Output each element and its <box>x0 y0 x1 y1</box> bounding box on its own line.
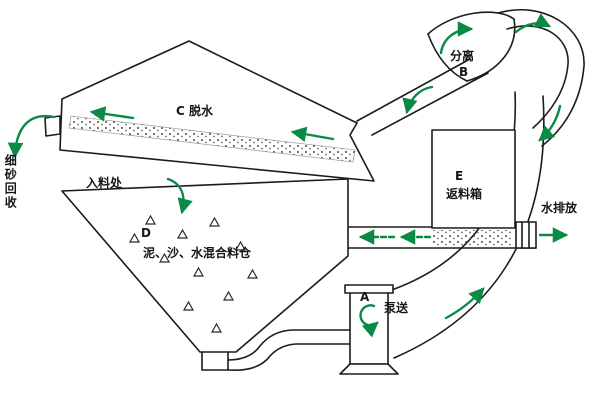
label-separator: 分离 <box>450 49 475 63</box>
screen-mesh-stipple-band <box>68 115 356 163</box>
material-particle <box>208 216 221 227</box>
separator-cyclone-shape <box>427 11 516 82</box>
mix-hopper-shape <box>61 178 349 371</box>
water-outlet-hatch <box>521 221 530 249</box>
pump-shape <box>339 284 399 375</box>
material-particles <box>128 214 259 333</box>
flow-arrow-fine-sand-out <box>7 114 56 159</box>
hopper-spout <box>201 351 229 371</box>
material-particle <box>176 228 189 239</box>
material-particle <box>182 300 195 311</box>
loop-outer-line <box>497 8 585 147</box>
hopper-outline <box>61 178 349 353</box>
water-outlet-stub <box>515 221 537 249</box>
flow-arrow-riser-up <box>444 287 485 320</box>
flow-arrow-screen-left <box>89 106 135 122</box>
return-pipe <box>348 226 537 249</box>
label-hopper-id: D <box>141 226 151 240</box>
label-pump: 泵送 <box>384 301 409 315</box>
return-box-outline <box>431 129 516 229</box>
flow-arrow-screen-mid <box>290 126 335 142</box>
flow-arrows <box>7 13 569 338</box>
material-particle <box>246 268 259 279</box>
label-feed-inlet: 入料处 <box>86 176 123 190</box>
screen-deck-outline <box>59 40 375 182</box>
label-return-box: 返料箱 <box>446 187 483 201</box>
flow-arrow-underflow-to-screen <box>402 85 434 115</box>
flow-arrow-pump-swirl <box>359 304 379 338</box>
fine-sand-discharge-chute <box>44 115 61 137</box>
material-particle <box>128 232 141 243</box>
label-dewatering-screen: C 脱水 <box>176 104 213 118</box>
hopper-to-pump-pipe <box>227 329 353 372</box>
material-particle <box>192 266 205 277</box>
label-pump-id: A <box>360 290 370 304</box>
pump-top-flange <box>344 284 394 294</box>
label-hopper: 泥、沙、水混合料仓 <box>143 246 252 260</box>
material-particle <box>222 290 235 301</box>
flow-arrow-feed-in <box>166 177 193 215</box>
flow-arrow-loop-down <box>538 104 562 142</box>
cyclone-left-side <box>427 33 468 82</box>
flow-arrow-loop-top <box>514 13 552 34</box>
material-particle <box>210 322 223 333</box>
riser-pipe-outer-line <box>393 95 545 359</box>
cyclone-top-rim <box>427 11 515 35</box>
water-outlet-outline <box>515 221 537 249</box>
dewatering-screen-shape <box>44 40 375 182</box>
material-particle <box>234 240 247 251</box>
pump-base-foot <box>339 363 399 375</box>
label-return-box-id: E <box>455 169 464 183</box>
material-particle <box>158 252 171 263</box>
bottom-pipe-upper-line <box>227 329 353 361</box>
flow-arrow-separator-swirl <box>439 21 474 55</box>
feed-pipe-lower-line <box>371 72 489 136</box>
feed-pipe-upper-line <box>356 58 471 122</box>
bottom-pipe-lower-line <box>227 343 353 372</box>
return-box-shape <box>431 129 516 229</box>
material-particle <box>144 214 157 225</box>
return-pipe-stipple <box>433 230 513 246</box>
label-separator-id: B <box>459 65 469 79</box>
label-water-outlet: 水排放 <box>541 201 578 215</box>
label-fine-sand-outlet: 细砂回收 <box>3 154 18 210</box>
cyclone-right-side <box>466 18 516 82</box>
cyclone-to-screen-pipe <box>356 58 489 136</box>
overflow-loop-pipe <box>497 8 585 147</box>
